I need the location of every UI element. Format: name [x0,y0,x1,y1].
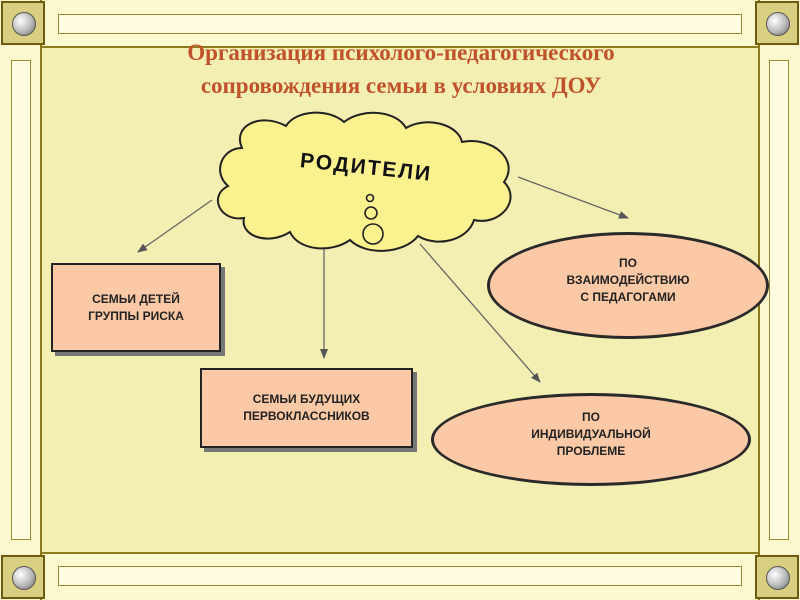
connector-to-risk-group [137,199,213,253]
corner-ornament-top-left [1,1,45,45]
corner-ornament-bottom-right [755,555,799,599]
title-line-1: Организация психолого-педагогического [187,40,615,65]
frame-rail-right [769,60,789,540]
node-individual-problem: ПО ИНДИВИДУАЛЬНОЙ ПРОБЛЕМЕ [431,393,751,486]
frame-rail-bottom [58,566,742,586]
node-text-line: ВЗАИМОДЕЙСТВИЮ [566,273,690,287]
node-text-line: ПО [619,256,637,270]
thought-bubble-medium [364,206,378,220]
title-line-2: сопровождения семьи в условиях ДОУ [200,73,602,98]
node-text-line: ПЕРВОКЛАССНИКОВ [243,409,370,423]
corner-knob-icon [12,566,36,590]
frame-rail-top [58,14,742,34]
connector-to-teacher-interaction [517,176,629,219]
slide-title: Организация психолого-педагогического со… [44,36,758,102]
corner-knob-icon [766,566,790,590]
node-text-line: ИНДИВИДУАЛЬНОЙ [531,427,651,441]
node-text-line: ПРОБЛЕМЕ [556,444,626,458]
connector-to-individual-problem [419,243,541,383]
node-risk-group-families: СЕМЬИ ДЕТЕЙ ГРУППЫ РИСКА [51,263,221,352]
thought-bubble-small [365,193,375,203]
corner-knob-icon [766,12,790,36]
node-text-line: СЕМЬИ ДЕТЕЙ [92,291,180,306]
frame-rail-left [11,60,31,540]
node-text-line: ПО [582,410,600,424]
corner-knob-icon [12,12,36,36]
corner-ornament-bottom-left [1,555,45,599]
thought-bubble-large [362,223,384,245]
node-teacher-interaction: ПО ВЗАИМОДЕЙСТВИЮ С ПЕДАГОГАМИ [487,232,769,339]
node-text-line: СЕМЬИ БУДУЩИХ [252,392,361,406]
parents-cloud [216,111,512,252]
node-text-line: ГРУППЫ РИСКА [88,308,184,323]
node-text-line: С ПЕДАГОГАМИ [580,290,676,304]
node-future-first-graders: СЕМЬИ БУДУЩИХ ПЕРВОКЛАССНИКОВ [200,368,413,448]
corner-ornament-top-right [755,1,799,45]
